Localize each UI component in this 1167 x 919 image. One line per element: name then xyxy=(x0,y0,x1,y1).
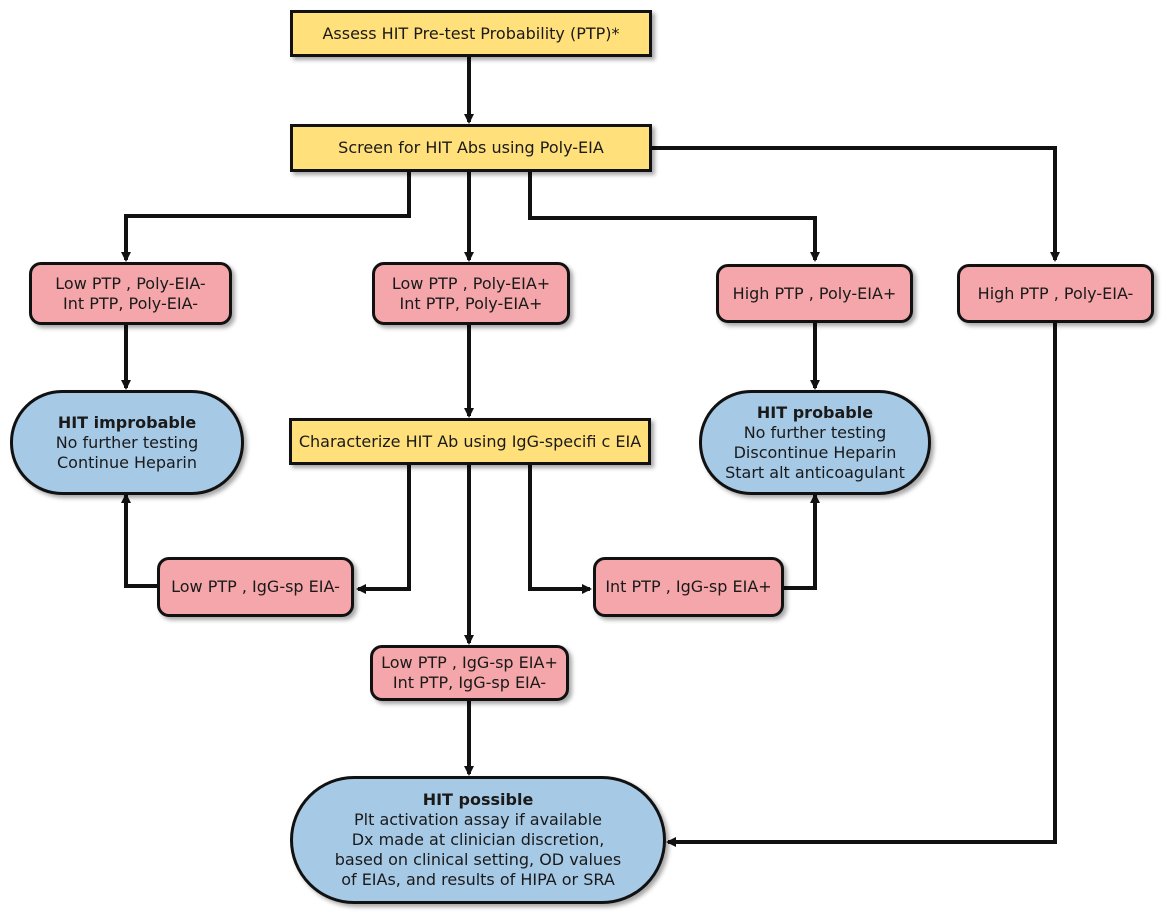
low-int-ptp-poly-eia-pos-box: Low PTP , Poly-EIA+ Int PTP, Poly-EIA+ xyxy=(372,262,570,325)
low-ptp-igg-sp-eia-neg-text: Low PTP , IgG-sp EIA- xyxy=(171,577,340,596)
screen-poly-eia-box: Screen for HIT Abs using Poly-EIA xyxy=(290,124,652,172)
hit-possible-line3: based on clinical setting, OD values xyxy=(334,850,622,869)
int-ptp-poly-eia-pos-text: Int PTP, Poly-EIA+ xyxy=(399,293,543,313)
characterize-igg-eia-text: Characterize HIT Ab using IgG-specifi c … xyxy=(298,431,642,451)
low-ptp-igg-sp-eia-neg-box: Low PTP , IgG-sp EIA- xyxy=(157,557,354,617)
characterize-igg-eia-box: Characterize HIT Ab using IgG-specifi c … xyxy=(289,418,651,465)
high-ptp-poly-eia-pos-box: High PTP , Poly-EIA+ xyxy=(716,264,913,323)
screen-poly-eia-text: Screen for HIT Abs using Poly-EIA xyxy=(338,138,604,157)
hit-possible-terminal: HIT possible Plt activation assay if ava… xyxy=(290,776,666,904)
hit-possible-line1: Plt activation assay if available xyxy=(354,810,602,829)
hit-possible-line4: of EIAs, and results of HIPA or SRA xyxy=(341,870,615,889)
high-ptp-poly-eia-pos-text: High PTP , Poly-EIA+ xyxy=(732,283,897,303)
hit-improbable-terminal: HIT improbable No further testing Contin… xyxy=(10,390,244,495)
int-ptp-igg-sp-eia-neg-text: Int PTP, IgG-sp EIA- xyxy=(392,673,547,692)
hit-improbable-title: HIT improbable xyxy=(57,412,197,432)
arrow-screen-to-high-poly-pos xyxy=(528,172,820,262)
high-ptp-poly-eia-neg-text: High PTP , Poly-EIA- xyxy=(977,283,1134,303)
arrow-characterize-to-low-igg-neg xyxy=(356,465,411,594)
low-ptp-poly-eia-neg-text: Low PTP , Poly-EIA- xyxy=(55,273,206,293)
hit-possible-line2: Dx made at clinician discretion, xyxy=(351,830,605,849)
assess-ptp-box: Assess HIT Pre-test Probability (PTP)* xyxy=(290,10,652,57)
hit-probable-line1: No further testing xyxy=(743,422,887,442)
arrow-characterize-to-int-igg-pos xyxy=(528,465,592,594)
hit-probable-line3: Start alt anticoagulant xyxy=(725,462,905,482)
int-ptp-poly-eia-neg-text: Int PTP, Poly-EIA- xyxy=(63,293,198,313)
low-ptp-poly-eia-pos-text: Low PTP , Poly-EIA+ xyxy=(391,273,551,293)
hit-probable-line2: Discontinue Heparin xyxy=(733,442,897,462)
arrow-screen-to-high-poly-neg xyxy=(651,146,1060,262)
igg-sp-eia-mixed-box: Low PTP , IgG-sp EIA+ Int PTP, IgG-sp EI… xyxy=(370,645,569,701)
arrow-low-igg-neg-to-improbable xyxy=(121,493,157,588)
arrow-screen-to-low-int-poly-neg xyxy=(121,172,411,262)
assess-ptp-text: Assess HIT Pre-test Probability (PTP)* xyxy=(322,23,620,43)
arrow-high-poly-neg-to-possible xyxy=(666,323,1057,847)
hit-improbable-line2: Continue Heparin xyxy=(56,452,198,472)
hit-probable-terminal: HIT probable No further testing Disconti… xyxy=(699,390,931,495)
hit-probable-title: HIT probable xyxy=(756,402,874,422)
hit-improbable-line1: No further testing xyxy=(55,432,199,452)
int-ptp-igg-sp-eia-pos-text: Int PTP , IgG-sp EIA+ xyxy=(605,577,772,596)
high-ptp-poly-eia-neg-box: High PTP , Poly-EIA- xyxy=(957,264,1154,323)
int-ptp-igg-sp-eia-pos-box: Int PTP , IgG-sp EIA+ xyxy=(593,557,784,617)
hit-possible-title: HIT possible xyxy=(422,790,534,809)
arrow-int-igg-pos-to-probable xyxy=(784,493,820,590)
low-ptp-igg-sp-eia-pos-text: Low PTP , IgG-sp EIA+ xyxy=(381,653,558,672)
low-int-ptp-poly-eia-neg-box: Low PTP , Poly-EIA- Int PTP, Poly-EIA- xyxy=(29,262,232,325)
